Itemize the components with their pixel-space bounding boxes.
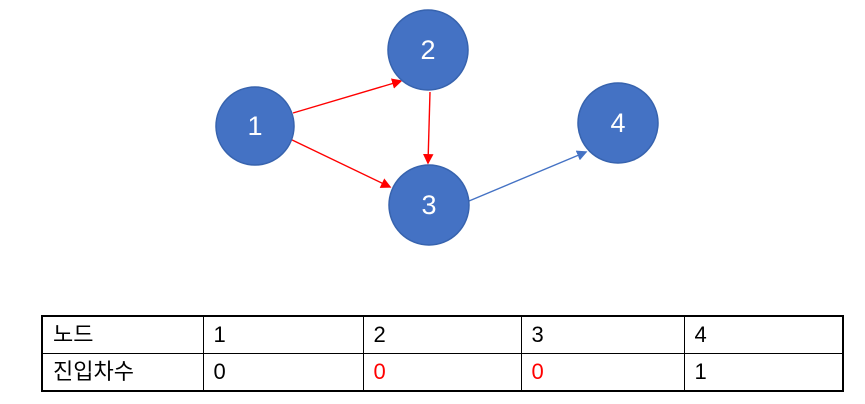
value-cell: 0 (202, 353, 364, 392)
row-header-cell: 진입차수 (41, 353, 204, 392)
node-label: 1 (247, 111, 262, 141)
row-header-cell: 노드 (41, 315, 204, 354)
node-label: 4 (610, 108, 625, 138)
graph-node-2: 2 (387, 9, 469, 91)
value-cell: 4 (683, 315, 844, 354)
node-circle (388, 164, 470, 246)
node-label: 2 (420, 35, 435, 65)
value-cell: 0 (520, 353, 685, 392)
graph-node-3: 3 (388, 164, 470, 246)
node-circle (387, 9, 469, 91)
value-cell: 1 (683, 353, 844, 392)
value-cell: 1 (202, 315, 364, 354)
node-circle (577, 82, 659, 164)
graph-node-1: 1 (215, 86, 295, 166)
value-cell: 2 (362, 315, 522, 354)
node-label: 3 (421, 190, 436, 220)
edge-arrow-2-to-3 (423, 91, 434, 165)
edge-arrow-1-to-3 (287, 137, 392, 188)
value-cell: 3 (520, 315, 685, 354)
edge-arrow-3-to-4 (468, 150, 588, 202)
graph-node-4: 4 (577, 82, 659, 164)
node-circle (215, 86, 295, 166)
value-cell: 0 (362, 353, 522, 392)
edge-arrow-1-to-2 (292, 78, 403, 114)
